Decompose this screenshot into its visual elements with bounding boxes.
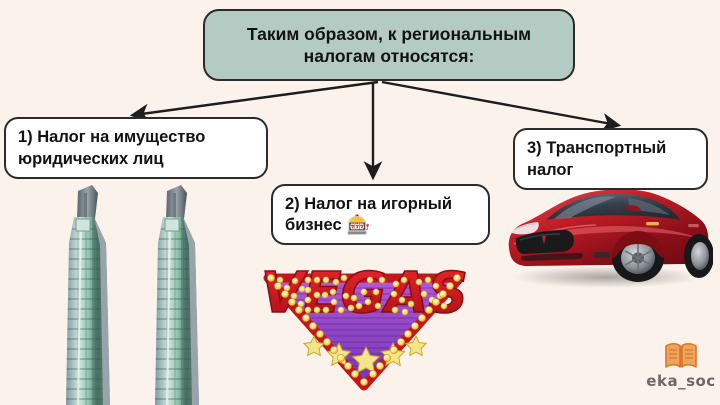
item-2-line-2: бизнес	[285, 216, 342, 234]
item-1-line-1: 1) Налог на имущество	[18, 128, 206, 147]
title-line-1: Таким образом, к региональным	[246, 23, 532, 44]
title-box: Таким образом, к региональным налогам от…	[203, 9, 575, 81]
watermark: eka_soc	[646, 341, 716, 397]
item-2-line-2-row: бизнес 🎰	[285, 215, 476, 236]
arrow-to-item-1	[129, 80, 379, 123]
item-2-line-1: 2) Налог на игорный	[285, 194, 453, 213]
item-3-line-2: налог	[527, 160, 574, 179]
slot-machine-icon: 🎰	[346, 215, 371, 237]
arrow-to-item-3	[381, 80, 622, 132]
red-car-illustration	[508, 189, 713, 288]
rear-wheel	[684, 234, 713, 278]
watermark-text: eka_soc	[646, 372, 716, 390]
open-book-icon	[665, 342, 697, 368]
vegas-stars	[302, 334, 428, 374]
title-line-2: налогам относятся:	[303, 46, 475, 66]
skyscraper-left	[66, 185, 110, 405]
item-3-line-1: 3) Транспортный	[527, 139, 667, 158]
item-box-property-tax: 1) Налог на имущество юридических лиц	[4, 117, 268, 179]
vegas-sign-illustration: VEGAS	[260, 260, 469, 391]
item-box-gambling-tax: 2) Налог на игорный бизнес 🎰	[271, 184, 490, 245]
item-box-transport-tax: 3) Транспортный налог	[513, 128, 708, 190]
item-1-line-2: юридических лиц	[18, 149, 164, 168]
skyscraper-right	[155, 185, 199, 405]
